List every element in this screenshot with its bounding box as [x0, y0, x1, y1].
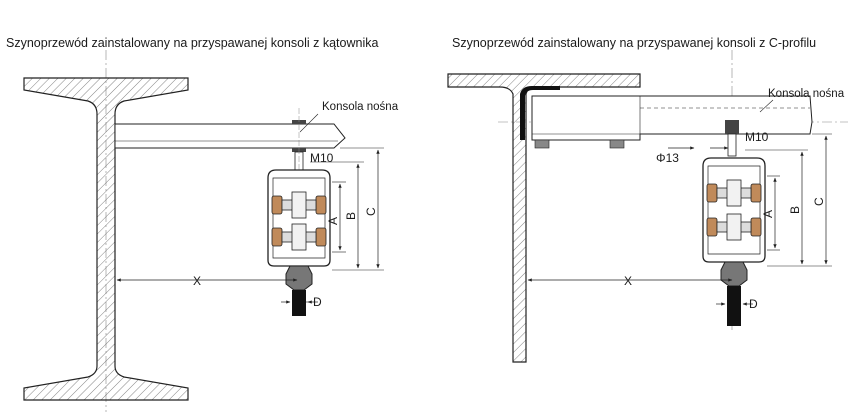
- bracket-label: Konsola nośna: [322, 101, 399, 113]
- dimension-a-label: A: [326, 217, 340, 225]
- bracket-label-leader: [299, 113, 319, 133]
- conductor-housing: [702, 157, 766, 263]
- anchor-bolt-left: [534, 139, 550, 149]
- trolley-wheels-upper: [706, 179, 762, 207]
- trolley-wheels-upper: [271, 191, 327, 219]
- dimension-a-label: A: [761, 210, 775, 218]
- dimension-b-label: B: [344, 212, 358, 220]
- trolley-wheels-lower: [271, 223, 327, 251]
- left-diagram-title: Szynoprzewód zainstalowany na przyspawan…: [6, 36, 379, 50]
- dimension-b-label: B: [788, 206, 802, 214]
- cable-gland: [285, 265, 313, 291]
- dimension-c-label: C: [812, 197, 826, 206]
- cable-gland: [720, 261, 748, 287]
- bracket-label-leader: [759, 99, 774, 113]
- dimension-c-label: C: [364, 207, 378, 216]
- bracket-label: Konsola nośna: [768, 88, 845, 100]
- cable: [727, 286, 741, 326]
- left-diagram: Konsola nośna M10 A: [23, 50, 399, 412]
- hole-label: Φ13: [656, 151, 679, 165]
- weld-seam: [520, 86, 560, 140]
- dimension-x-label: X: [193, 274, 201, 288]
- angle-bracket: [114, 123, 346, 149]
- i-beam-profile: [23, 77, 189, 401]
- anchor-bolt-right: [609, 139, 625, 149]
- bolt-label: M10: [310, 151, 334, 165]
- bolt-label: M10: [745, 130, 769, 144]
- trolley-wheels-lower: [706, 213, 762, 241]
- bolt-head: [725, 120, 739, 134]
- dimension-d-label: D: [749, 297, 758, 311]
- dimension-d-label: D: [313, 295, 322, 309]
- dimension-x-label: X: [624, 274, 632, 288]
- right-diagram-title: Szynoprzewód zainstalowany na przyspawan…: [452, 36, 817, 50]
- right-diagram: Konsola nośna M10 Φ13 A: [447, 50, 848, 363]
- cable: [292, 290, 306, 316]
- bolt-shank: [727, 133, 737, 157]
